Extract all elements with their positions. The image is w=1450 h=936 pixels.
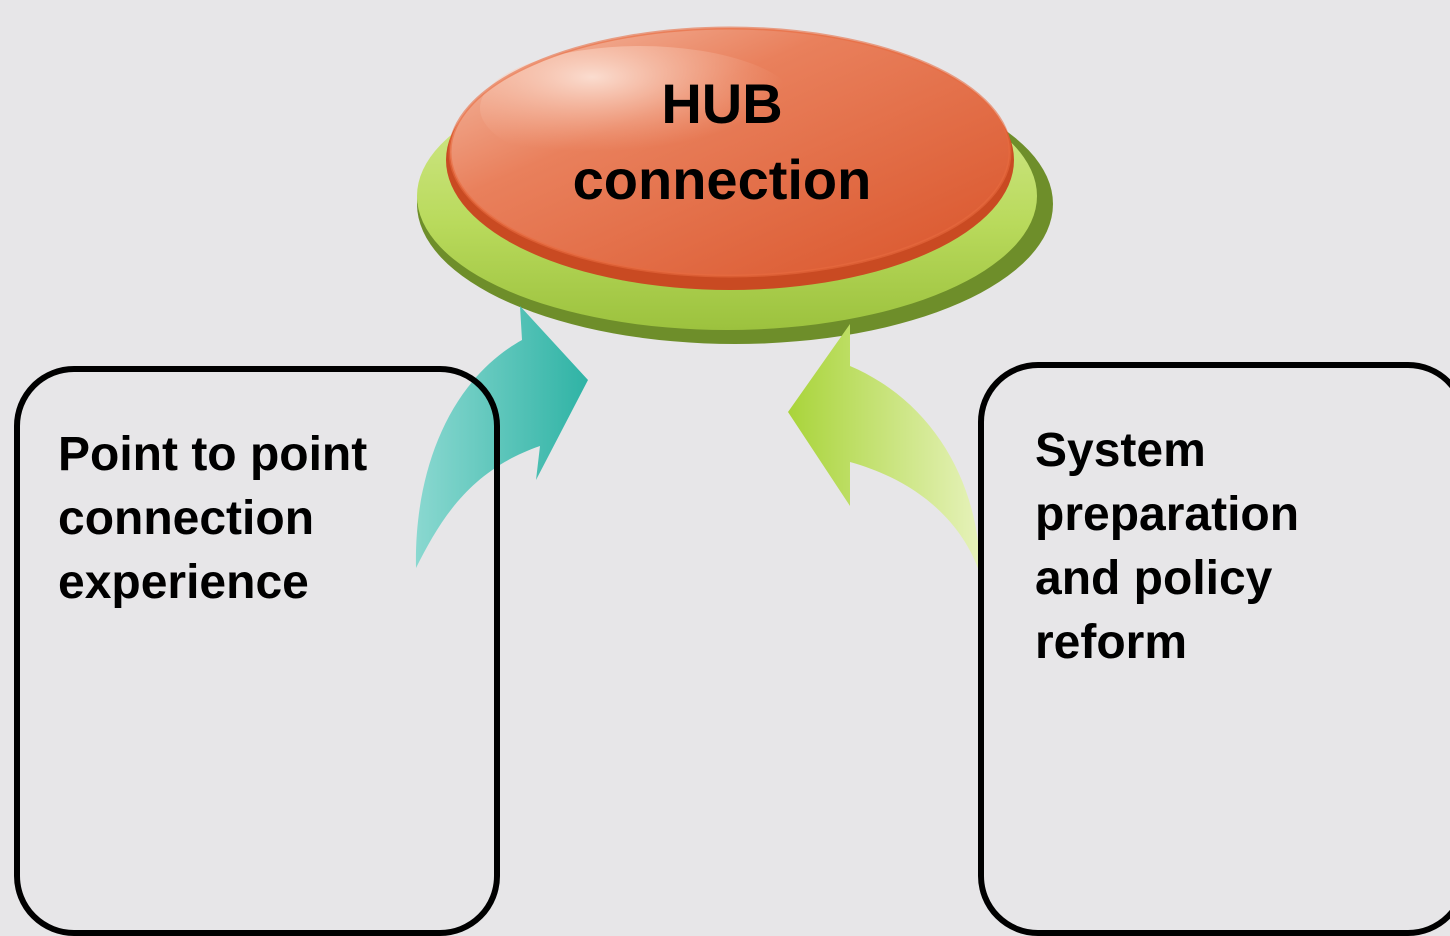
left-box-line: Point to point (58, 428, 368, 481)
left-box-line: experience (58, 556, 309, 609)
right-box-line: and policy (1035, 552, 1273, 605)
hub-label: HUB connection (520, 66, 924, 218)
left-box-line: connection (58, 492, 315, 545)
right-arrow (788, 324, 980, 574)
left-arrow (415, 306, 588, 568)
left-box-text: Point to point connection experience (58, 423, 367, 615)
hub-top (446, 26, 1014, 290)
right-box-line: preparation (1035, 488, 1300, 541)
right-box-text: System preparation and policy reform (1035, 419, 1299, 675)
right-box-line: reform (1035, 616, 1188, 669)
right-box-line: System (1035, 424, 1206, 477)
hub-label-line: connection (572, 148, 872, 211)
hub-label-line: HUB (661, 72, 783, 135)
